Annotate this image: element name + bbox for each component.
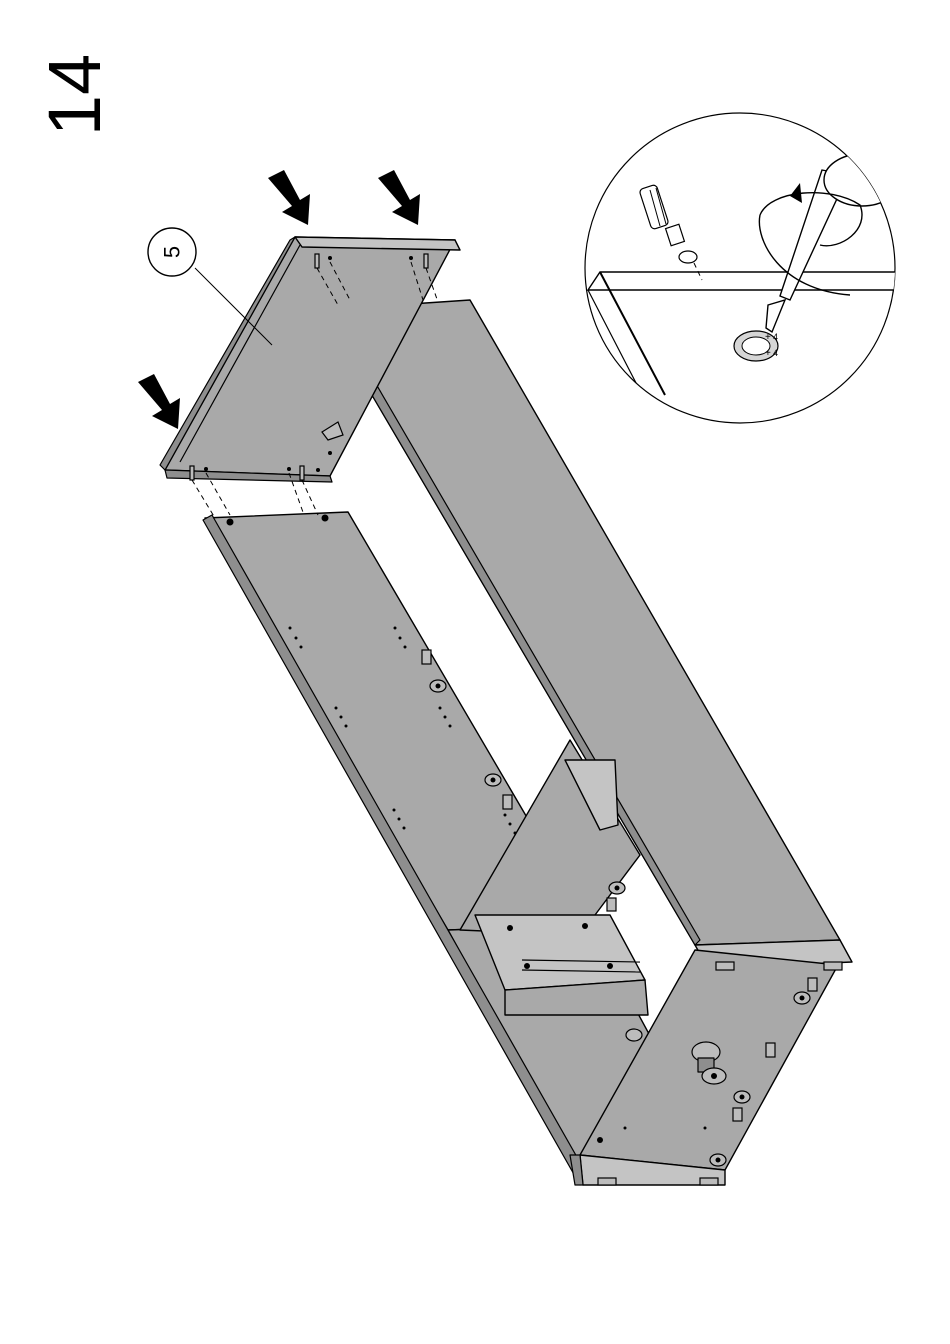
svg-text:4: 4 bbox=[773, 332, 778, 342]
arrow-icon bbox=[268, 170, 310, 225]
svg-text:+: + bbox=[765, 332, 771, 343]
arrow-icon bbox=[378, 170, 420, 225]
arrow-icon bbox=[138, 374, 180, 429]
screw-head-marking: + + 4 4 bbox=[734, 331, 778, 361]
svg-text:5: 5 bbox=[160, 246, 185, 258]
svg-text:4: 4 bbox=[773, 348, 778, 358]
drawer-top bbox=[475, 915, 645, 990]
svg-text:+: + bbox=[765, 348, 771, 359]
detail-view: + + 4 4 bbox=[585, 113, 900, 423]
